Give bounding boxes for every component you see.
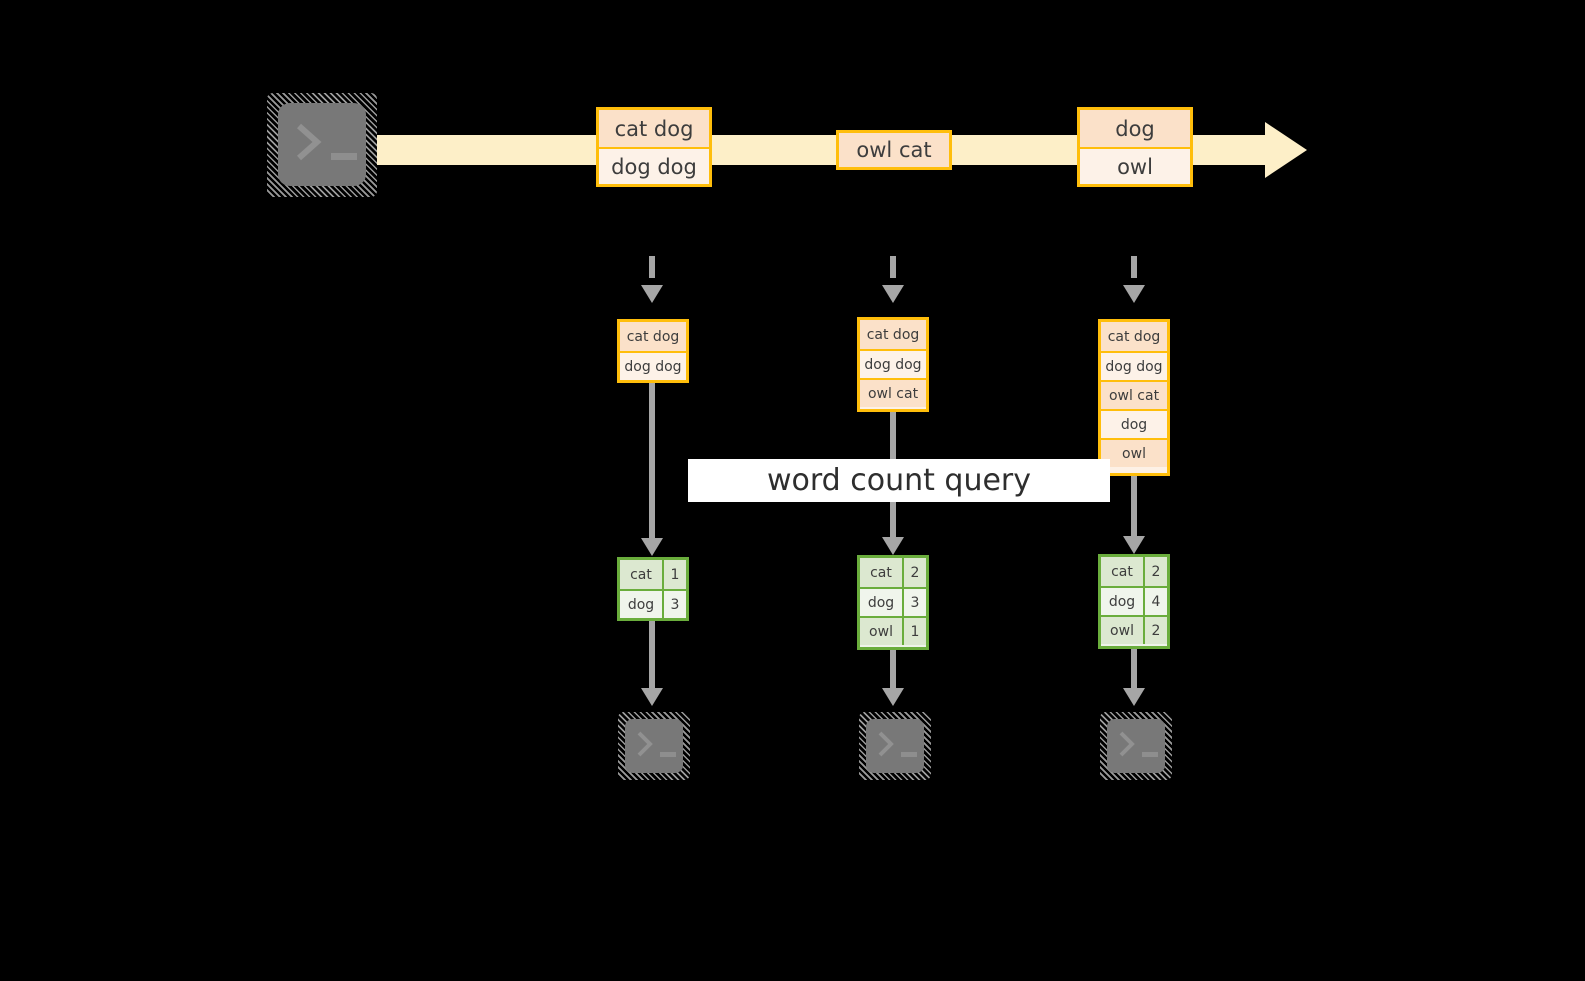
stage-1-input-box: cat dog dog dog bbox=[617, 319, 689, 383]
query-label-text: word count query bbox=[766, 463, 1032, 498]
stage-1-sink-terminal-icon bbox=[618, 712, 690, 780]
table-row: owl 2 bbox=[1101, 615, 1167, 644]
stage-3-query-connector bbox=[1131, 476, 1137, 542]
stage-3-input-line: owl cat bbox=[1101, 380, 1167, 409]
stage-3-result-table: cat 2 dog 4 owl 2 bbox=[1098, 554, 1170, 649]
result-word: cat bbox=[620, 560, 664, 589]
result-count: 1 bbox=[670, 566, 680, 583]
result-word: dog bbox=[1101, 588, 1145, 615]
stage-2-input-line: dog dog bbox=[860, 349, 926, 378]
terminal-underscore-icon bbox=[901, 752, 917, 757]
terminal-face bbox=[1107, 719, 1165, 773]
stage-2-feed-dash bbox=[890, 256, 896, 278]
stream-batch-3-line: owl bbox=[1080, 147, 1190, 184]
table-row: cat 2 bbox=[860, 558, 926, 587]
stream-batch-3: dog owl bbox=[1077, 107, 1193, 187]
stage-2-sink-arrowhead bbox=[882, 688, 904, 706]
stage-3-input-line: owl bbox=[1101, 438, 1167, 467]
stage-3-feed-arrowhead bbox=[1123, 285, 1145, 303]
result-count: 2 bbox=[1151, 622, 1161, 639]
stream-batch-1-line: cat dog bbox=[599, 110, 709, 147]
stage-2-result-table: cat 2 dog 3 owl 1 bbox=[857, 555, 929, 650]
stage-1-input-line: cat dog bbox=[620, 322, 686, 351]
stage-3-query-arrowhead bbox=[1123, 536, 1145, 554]
table-row: cat 2 bbox=[1101, 557, 1167, 586]
terminal-face bbox=[866, 719, 924, 773]
stage-2-sink-connector bbox=[890, 650, 896, 693]
stage-2-input-line: owl cat bbox=[860, 378, 926, 407]
table-row: dog 4 bbox=[1101, 586, 1167, 615]
stream-batch-2: owl cat bbox=[836, 130, 952, 170]
terminal-underscore-icon bbox=[1142, 752, 1158, 757]
result-word: cat bbox=[1101, 557, 1145, 586]
stream-batch-1-line: dog dog bbox=[599, 147, 709, 184]
result-count: 4 bbox=[1151, 593, 1161, 610]
source-terminal-icon bbox=[267, 93, 377, 197]
stage-2-input-line: cat dog bbox=[860, 320, 926, 349]
result-count: 3 bbox=[670, 596, 680, 613]
stage-3-input-line: cat dog bbox=[1101, 322, 1167, 351]
terminal-chevron-icon bbox=[877, 731, 897, 757]
stage-3-sink-arrowhead bbox=[1123, 688, 1145, 706]
stage-2-query-arrowhead bbox=[882, 537, 904, 555]
stream-arrow-head bbox=[1265, 122, 1307, 178]
terminal-face bbox=[625, 719, 683, 773]
stage-2-input-box: cat dog dog dog owl cat bbox=[857, 317, 929, 412]
terminal-chevron-icon bbox=[1118, 731, 1138, 757]
result-word: dog bbox=[620, 591, 664, 618]
result-word: dog bbox=[860, 589, 904, 616]
result-count: 2 bbox=[910, 564, 920, 581]
terminal-chevron-icon bbox=[295, 123, 325, 161]
table-row: cat 1 bbox=[620, 560, 686, 589]
terminal-face bbox=[278, 103, 366, 186]
stage-3-sink-connector bbox=[1131, 649, 1137, 693]
result-count: 2 bbox=[1151, 563, 1161, 580]
stage-2-feed-arrowhead bbox=[882, 285, 904, 303]
result-word: cat bbox=[860, 558, 904, 587]
stage-3-sink-terminal-icon bbox=[1100, 712, 1172, 780]
stage-3-input-line: dog bbox=[1101, 409, 1167, 438]
stage-1-input-line: dog dog bbox=[620, 351, 686, 380]
terminal-chevron-icon bbox=[636, 731, 656, 757]
stream-batch-3-line: dog bbox=[1080, 110, 1190, 147]
table-row: dog 3 bbox=[860, 587, 926, 616]
stage-3-input-line: dog dog bbox=[1101, 351, 1167, 380]
result-word: owl bbox=[1101, 617, 1145, 644]
stage-1-sink-connector bbox=[649, 621, 655, 693]
stage-3-feed-dash bbox=[1131, 256, 1137, 278]
stage-1-feed-arrowhead bbox=[641, 285, 663, 303]
table-row: owl 1 bbox=[860, 616, 926, 645]
stage-3-input-box: cat dog dog dog owl cat dog owl bbox=[1098, 319, 1170, 476]
result-count: 1 bbox=[910, 623, 920, 640]
stage-1-query-connector bbox=[649, 383, 655, 543]
stage-1-sink-arrowhead bbox=[641, 688, 663, 706]
table-row: dog 3 bbox=[620, 589, 686, 618]
result-count: 3 bbox=[910, 594, 920, 611]
stage-2-sink-terminal-icon bbox=[859, 712, 931, 780]
result-word: owl bbox=[860, 618, 904, 645]
stage-1-feed-dash bbox=[649, 256, 655, 278]
stage-1-query-arrowhead bbox=[641, 538, 663, 556]
stream-batch-1: cat dog dog dog bbox=[596, 107, 712, 187]
terminal-underscore-icon bbox=[660, 752, 676, 757]
stage-1-result-table: cat 1 dog 3 bbox=[617, 557, 689, 621]
stream-batch-2-line: owl cat bbox=[839, 133, 949, 167]
terminal-underscore-icon bbox=[331, 153, 357, 160]
query-label-banner: word count query bbox=[688, 459, 1110, 502]
